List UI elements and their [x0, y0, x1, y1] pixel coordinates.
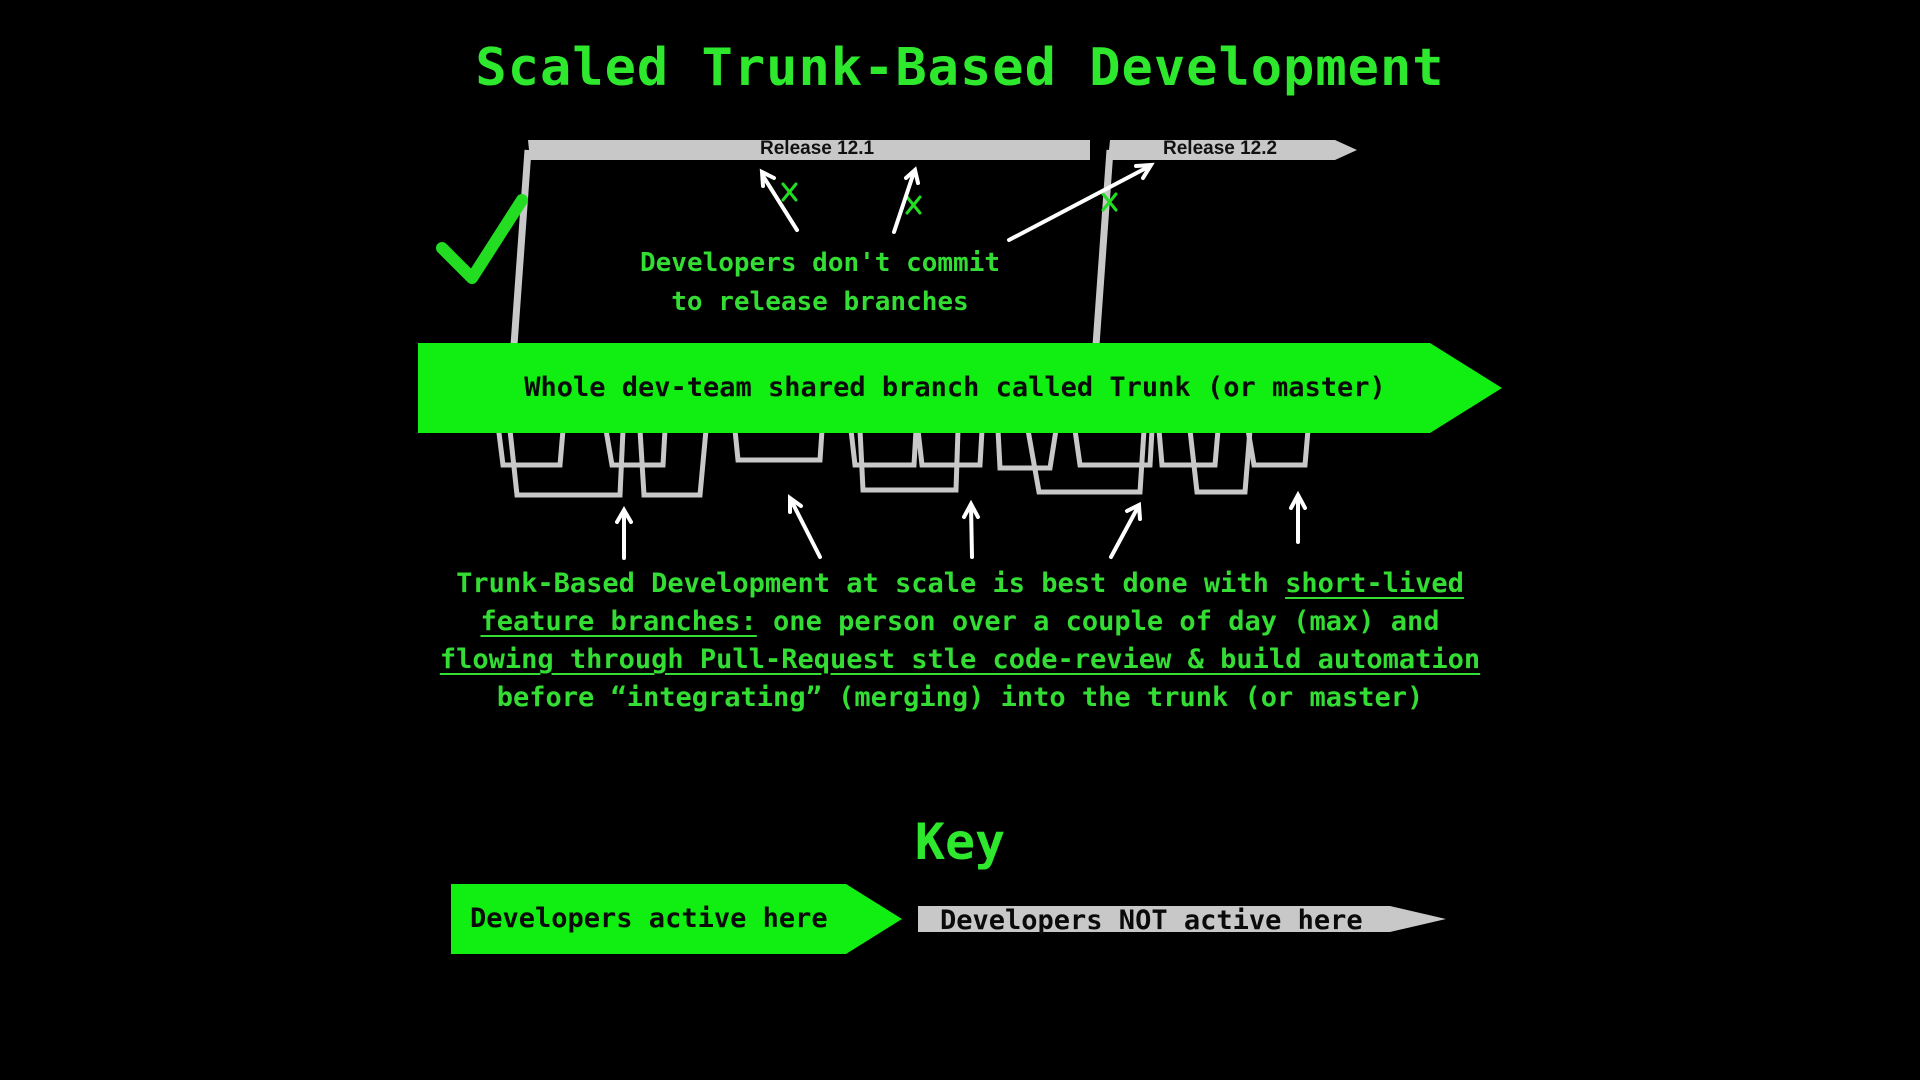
checkmark-icon	[436, 194, 528, 284]
arrow-to-feature-branch-icon	[1109, 501, 1142, 559]
arrow-to-release-icon	[759, 168, 799, 232]
explanation-text: Trunk-Based Development at scale is best…	[456, 568, 1286, 599]
release-branch-12-1	[510, 140, 1090, 346]
release-label-12-2: Release 12.2	[1163, 138, 1278, 159]
key-title: Key	[914, 813, 1006, 871]
key-active-label: Developers active here	[470, 903, 828, 934]
key-inactive-arrow	[918, 906, 1446, 932]
explanation-text: before “integrating” (merging) into the …	[496, 682, 1424, 713]
explanation-line: Trunk-Based Development at scale is best…	[380, 565, 1540, 603]
explanation-line: feature branches: one person over a coup…	[380, 603, 1540, 641]
arrow-to-release-icon	[1007, 162, 1155, 242]
release-branch-12-2	[1092, 140, 1357, 346]
release-annotation: Developers don't commit to release branc…	[600, 244, 1040, 322]
key-active-arrow	[451, 884, 902, 954]
explanation-text: one person over a couple of day (max) an…	[756, 606, 1440, 637]
feature-branch-explanation: Trunk-Based Development at scale is best…	[380, 565, 1540, 717]
x-mark-icon	[1101, 192, 1118, 212]
x-mark-icon	[905, 195, 922, 215]
explanation-link: feature branches:	[480, 606, 757, 637]
arrow-to-feature-branch-icon	[1289, 490, 1307, 544]
key-inactive-label: Developers NOT active here	[940, 905, 1363, 936]
arrow-to-release-icon	[892, 166, 920, 234]
arrow-to-feature-branch-icon	[788, 494, 822, 559]
release-annotation-line: to release branches	[671, 287, 969, 317]
release-annotation-line: Developers don't commit	[639, 248, 1001, 278]
trunk-label: Whole dev-team shared branch called Trun…	[524, 372, 1386, 403]
feature-branches	[495, 424, 1311, 498]
page-title: Scaled Trunk-Based Development	[475, 38, 1445, 98]
explanation-link: flowing through Pull-Request stle code-r…	[439, 644, 1481, 675]
explanation-link: short-lived	[1285, 568, 1464, 599]
trunk-arrow	[418, 343, 1502, 433]
arrow-to-feature-branch-icon	[962, 499, 980, 559]
release-label-12-1: Release 12.1	[760, 138, 875, 159]
explanation-line: before “integrating” (merging) into the …	[380, 679, 1540, 717]
arrow-to-feature-branch-icon	[615, 506, 633, 560]
x-mark-icon	[781, 182, 798, 202]
explanation-line: flowing through Pull-Request stle code-r…	[380, 641, 1540, 679]
